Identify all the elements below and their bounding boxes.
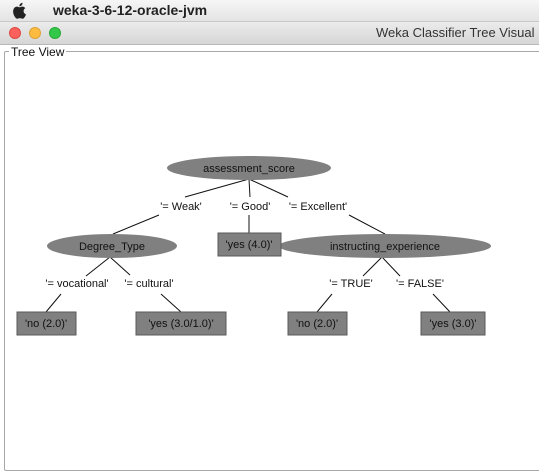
edge-label-vocational: '= vocational' — [45, 278, 108, 290]
edge-line-excellent-upper — [248, 178, 289, 198]
app-menu-name[interactable]: weka-3-6-12-oracle-jvm — [53, 2, 208, 18]
edge-label-weak: '= Weak' — [160, 201, 202, 213]
zoom-window-button[interactable] — [49, 27, 61, 39]
tree-leaf-cultural-label: 'yes (3.0/1.0)' — [148, 318, 213, 330]
edge-label-good: '= Good' — [230, 201, 271, 213]
tree-node-instructing-experience-shape[interactable] — [279, 234, 491, 258]
tree-leaf-good-box[interactable] — [217, 232, 282, 257]
edge-line-excellent-lower — [348, 214, 386, 235]
minimize-window-button[interactable] — [29, 27, 41, 39]
tree-node-root-label: assessment_score — [203, 163, 295, 175]
close-window-button[interactable] — [9, 27, 21, 39]
tree-leaf-vocational-label: 'no (2.0)' — [25, 318, 67, 330]
tree-canvas[interactable]: assessment_score Degree_Type instructing… — [0, 0, 539, 451]
tree-node-instructing-experience-label: instructing_experience — [330, 241, 440, 253]
tree-leaf-good-label: 'yes (4.0)' — [226, 239, 273, 251]
edge-label-false: '= FALSE' — [396, 278, 444, 290]
tree-edges — [45, 178, 451, 313]
tree-leaf-false-label: 'yes (3.0)' — [430, 318, 477, 330]
edge-label-cultural: '= cultural' — [124, 278, 173, 290]
apple-icon[interactable] — [12, 2, 26, 19]
edge-line-true-upper — [362, 256, 383, 277]
tree-node-degree-type-shape[interactable] — [47, 234, 177, 258]
tree-leaf-false-box[interactable] — [420, 311, 486, 336]
edge-label-true: '= TRUE' — [329, 278, 372, 290]
tree-leaf-cultural[interactable]: 'yes (3.0/1.0)' — [135, 311, 227, 336]
edge-line-false-lower — [432, 293, 451, 313]
edge-label-excellent: '= Excellent' — [289, 201, 347, 213]
edge-line-true-lower — [316, 293, 333, 313]
tree-node-root-shape[interactable] — [167, 156, 331, 180]
edge-line-vocational-lower — [45, 293, 62, 313]
tree-leaf-cultural-box[interactable] — [135, 311, 227, 336]
menu-bar: weka-3-6-12-oracle-jvm — [0, 0, 539, 22]
edge-line-cultural-upper — [109, 256, 131, 276]
tree-leaf-false[interactable]: 'yes (3.0)' — [420, 311, 486, 336]
edge-line-cultural-lower — [160, 293, 182, 313]
tree-view-label: Tree View — [9, 45, 67, 59]
tree-node-instructing-experience[interactable]: instructing_experience — [279, 234, 491, 258]
edge-line-good-upper — [248, 178, 251, 198]
tree-leaf-true-label: 'no (2.0)' — [296, 318, 338, 330]
edge-line-weak-lower — [112, 214, 160, 235]
edge-line-vocational-upper — [85, 256, 111, 277]
tree-node-degree-type[interactable]: Degree_Type — [47, 234, 177, 258]
tree-leaf-vocational-box[interactable] — [16, 311, 77, 336]
edge-line-false-upper — [381, 256, 401, 277]
window-title: Weka Classifier Tree Visual — [376, 25, 535, 40]
tree-leaf-true-box[interactable] — [287, 311, 348, 336]
window-titlebar[interactable]: Weka Classifier Tree Visual — [0, 22, 539, 45]
tree-leaf-true[interactable]: 'no (2.0)' — [287, 311, 348, 336]
edge-line-weak-upper — [184, 178, 250, 198]
tree-leaf-good[interactable]: 'yes (4.0)' — [217, 232, 282, 257]
tree-node-degree-type-label: Degree_Type — [79, 241, 145, 253]
tree-node-root[interactable]: assessment_score — [167, 156, 331, 180]
tree-leaf-vocational[interactable]: 'no (2.0)' — [16, 311, 77, 336]
